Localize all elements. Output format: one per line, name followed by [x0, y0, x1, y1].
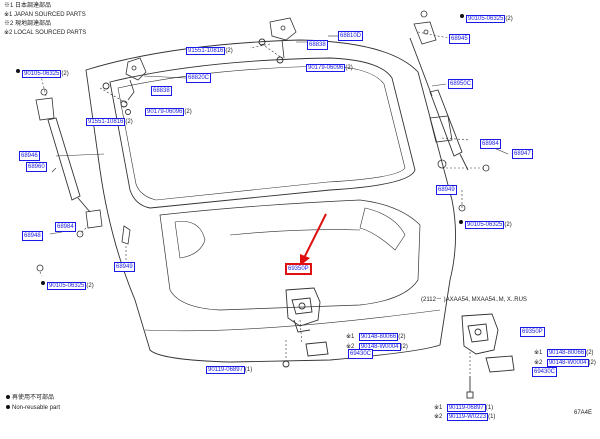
label-68960[interactable]: 68960	[26, 162, 47, 172]
lock-assembly-main	[282, 287, 329, 368]
label-91551-mid[interactable]: 91551-10816(2)	[86, 118, 133, 126]
lock-assembly-variant	[461, 313, 515, 399]
label-68810D[interactable]: 68810D	[338, 31, 364, 41]
hinge-left	[125, 57, 147, 101]
figure-code: 67A4E	[574, 410, 593, 416]
label-90119-06897-variant[interactable]: ※1 90119-06897(1)	[434, 404, 494, 412]
note-local-sourced-en: ※2 LOCAL SOURCED PARTS	[4, 30, 87, 36]
label-90179-top[interactable]: 90179-06096(2)	[306, 64, 353, 72]
label-90105-top-right[interactable]: 90105-06325(2)	[460, 8, 513, 24]
label-68838-top[interactable]: 68838	[307, 40, 328, 50]
label-90105-top-left[interactable]: 90105-06325(2)	[16, 63, 69, 79]
gas-strut-right	[409, 37, 469, 171]
strut-bracket-right-lower	[429, 115, 490, 212]
label-90148-80066-variant[interactable]: ※1 90148-80066(2)	[534, 349, 594, 357]
strut-bracket-left-lower	[36, 209, 131, 272]
label-68950C[interactable]: 68950C	[448, 79, 474, 89]
non-reusable-bullet-icon	[41, 280, 45, 285]
label-68949-left[interactable]: 68949	[114, 262, 135, 272]
note-japan-sourced-jp: ※1 日本調達部品	[4, 3, 52, 9]
label-90148-w0004-main[interactable]: ※2 90148-W0004(2)	[346, 343, 408, 351]
strut-bracket-right-top	[413, 10, 437, 45]
non-reusable-bullet-icon	[460, 13, 464, 18]
variant-applicability-header: (2112－ )AXAA54, MXAA54..M, X..RUS	[421, 297, 527, 303]
non-reusable-bullet-icon	[16, 68, 20, 73]
label-68820C[interactable]: 68820C	[186, 73, 212, 83]
label-90105-bottom-left[interactable]: 90105-06325(2)	[41, 275, 94, 291]
non-reusable-bullet-icon	[459, 219, 463, 224]
label-68945[interactable]: 68945	[449, 34, 470, 44]
back-door-outline	[85, 39, 456, 363]
lower-panel	[159, 199, 421, 311]
label-90105-mid-right[interactable]: 90105-06325(2)	[459, 214, 512, 230]
label-68948[interactable]: 68948	[22, 231, 43, 241]
label-90148-w0004-variant[interactable]: ※2 90148-W0004(2)	[534, 359, 596, 367]
non-reusable-bullet-icon	[6, 395, 10, 400]
label-91551-top[interactable]: 91551-10816(2)	[186, 47, 233, 55]
label-90179-mid[interactable]: 90179-06096(2)	[145, 108, 192, 116]
gas-strut-left	[47, 117, 91, 213]
label-90119-w0223-variant[interactable]: ※2 90119-W0223(1)	[434, 413, 496, 421]
label-68838-mid[interactable]: 68838	[151, 86, 172, 96]
hinge-right	[269, 17, 297, 59]
label-69430C-main[interactable]: 69430C	[348, 349, 374, 359]
label-68947[interactable]: 68947	[512, 149, 533, 159]
strut-bracket-left-top	[35, 88, 55, 121]
label-68949-right[interactable]: 68949	[436, 185, 457, 195]
label-69430C-variant[interactable]: 69430C	[532, 367, 558, 377]
label-68946[interactable]: 68946	[19, 151, 40, 161]
non-reusable-bullet-icon	[6, 405, 10, 410]
label-69350P-highlighted[interactable]: 69350P	[285, 263, 312, 275]
highlight-arrow	[303, 213, 327, 259]
legend-non-reusable-jp: 再使用不可部品	[6, 395, 54, 401]
note-japan-sourced-en: ※1 JAPAN SOURCED PARTS	[4, 12, 86, 18]
label-90119-main[interactable]: 90119-06897(1)	[206, 366, 253, 374]
label-68984-left[interactable]: 68984	[55, 222, 76, 232]
window-opening	[109, 57, 416, 209]
label-90148-80066-main[interactable]: ※1 90148-80066(2)	[346, 333, 406, 341]
note-local-sourced-jp: ※2 現地調達部品	[4, 21, 52, 27]
label-69350P-variant[interactable]: 69350P	[520, 327, 545, 337]
label-68984-right[interactable]: 68984	[480, 139, 501, 149]
legend-non-reusable-en: Non-reusable part	[6, 405, 60, 411]
